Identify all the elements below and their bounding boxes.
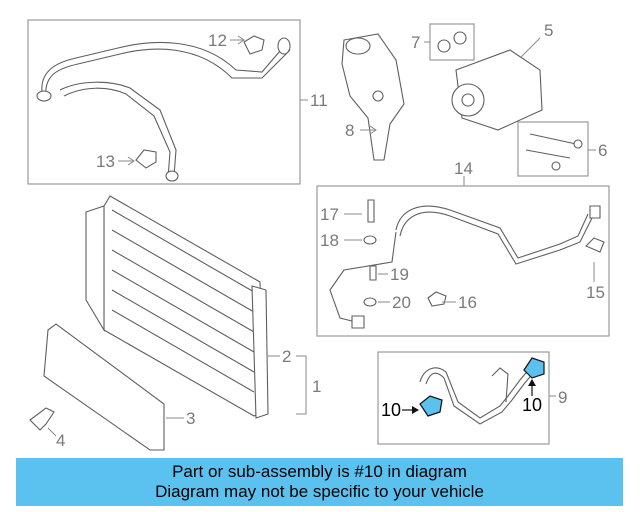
- parts-diagram: 12 13 11 8 7 5 6: [27, 19, 610, 451]
- clamp-12: [243, 35, 265, 55]
- bolt-6a: [529, 133, 577, 145]
- clamp-15: [585, 237, 605, 253]
- bracket-1: [296, 355, 307, 415]
- callout-17: 17: [320, 205, 339, 224]
- line-14-upper-edge: [399, 211, 593, 265]
- callout-7: 7: [411, 33, 420, 52]
- condenser-1-tank: [85, 205, 105, 332]
- part-frame-11: [27, 19, 301, 185]
- callout-9: 9: [558, 388, 567, 407]
- condenser-1-fins: [111, 209, 255, 393]
- callout-5: 5: [544, 21, 553, 40]
- bolt-6c-head: [551, 161, 561, 171]
- callout-16: 16: [458, 293, 477, 312]
- callout-10a: 10: [381, 400, 401, 420]
- callout-3: 3: [186, 409, 195, 428]
- bracket-8-port: [345, 37, 371, 55]
- callout-18: 18: [320, 231, 339, 250]
- drier-2: [251, 285, 269, 419]
- part-frame-9: [377, 351, 550, 445]
- callout-6: 6: [598, 141, 607, 160]
- bolt-6b: [525, 149, 571, 159]
- callout-2: 2: [282, 347, 291, 366]
- clamp-10b: [523, 357, 545, 379]
- arrow-8: [369, 125, 377, 135]
- hose-9-main: [419, 367, 531, 419]
- callout-13: 13: [96, 152, 115, 171]
- hose-11-lower-edge: [63, 87, 171, 179]
- compressor-5-clutch: [451, 83, 485, 117]
- panel-3: [43, 323, 165, 451]
- leader-4: [47, 427, 57, 437]
- bracket-8-group: 8: [341, 33, 405, 161]
- seal-7b: [453, 31, 467, 45]
- callout-15: 15: [586, 283, 605, 302]
- condenser-1-group: 2 1: [85, 195, 321, 419]
- banner-line-2: Diagram may not be specific to your vehi…: [155, 482, 484, 501]
- arrow-12: [237, 35, 245, 45]
- callout-10b: 10: [522, 395, 542, 415]
- part-frame-14: [316, 185, 610, 337]
- part-frame-7: [429, 23, 475, 61]
- hose-11-fitting-b: [277, 37, 291, 55]
- part-frame-6: [517, 121, 589, 177]
- banner-line-1: Part or sub-assembly is #10 in diagram: [172, 462, 467, 481]
- line-14-end: [351, 315, 365, 329]
- bolt-6a-head: [573, 139, 583, 149]
- info-banner: Part or sub-assembly is #10 in diagram D…: [16, 458, 623, 506]
- hose-11-upper: [41, 41, 287, 93]
- arrow-10a: [412, 406, 419, 414]
- oring-18: [363, 235, 377, 245]
- leader-5: [519, 37, 541, 59]
- seals-7-group: 7: [411, 23, 475, 61]
- switch-17: [367, 199, 375, 223]
- callout-4: 4: [56, 431, 65, 450]
- clamp-10a: [419, 395, 443, 417]
- hose-11-lower: [59, 81, 177, 177]
- arrow-10b: [528, 379, 536, 386]
- bolts-6-group: 6: [517, 121, 607, 177]
- compressor-5-hub: [461, 93, 475, 107]
- compressor-5-group: 5: [451, 21, 553, 131]
- hose-9-group: 9 10 10: [377, 351, 567, 445]
- callout-19: 19: [390, 265, 409, 284]
- callout-1: 1: [312, 377, 321, 396]
- oring-20: [363, 297, 377, 307]
- line-14-fitting: [589, 205, 601, 219]
- hose-11-upper-edge: [45, 48, 291, 97]
- hose-11-fitting-c: [165, 170, 179, 182]
- bracket-8-hole: [372, 90, 384, 102]
- hose-9-branch: [491, 367, 509, 403]
- arrow-13: [127, 156, 135, 166]
- seal-7a: [437, 39, 451, 53]
- line-14-upper: [395, 205, 589, 259]
- valve-19: [369, 265, 377, 281]
- line-assembly-14-group: 14 17 18 19 20 16 15: [316, 159, 610, 337]
- hose-11-fitting-a: [36, 90, 52, 102]
- clamp-16: [427, 291, 447, 307]
- line-14-lower: [329, 231, 397, 323]
- hose-assembly-11-group: 12 13 11: [27, 19, 328, 185]
- callout-14: 14: [454, 159, 473, 178]
- callout-20: 20: [392, 293, 411, 312]
- clamp-13: [135, 149, 157, 169]
- callout-8: 8: [345, 121, 354, 140]
- panel-3-group: 3 4: [29, 323, 195, 451]
- callout-11: 11: [310, 91, 328, 110]
- hose-9-edge: [425, 371, 535, 425]
- callout-12: 12: [208, 31, 227, 50]
- bracket-4: [29, 407, 55, 431]
